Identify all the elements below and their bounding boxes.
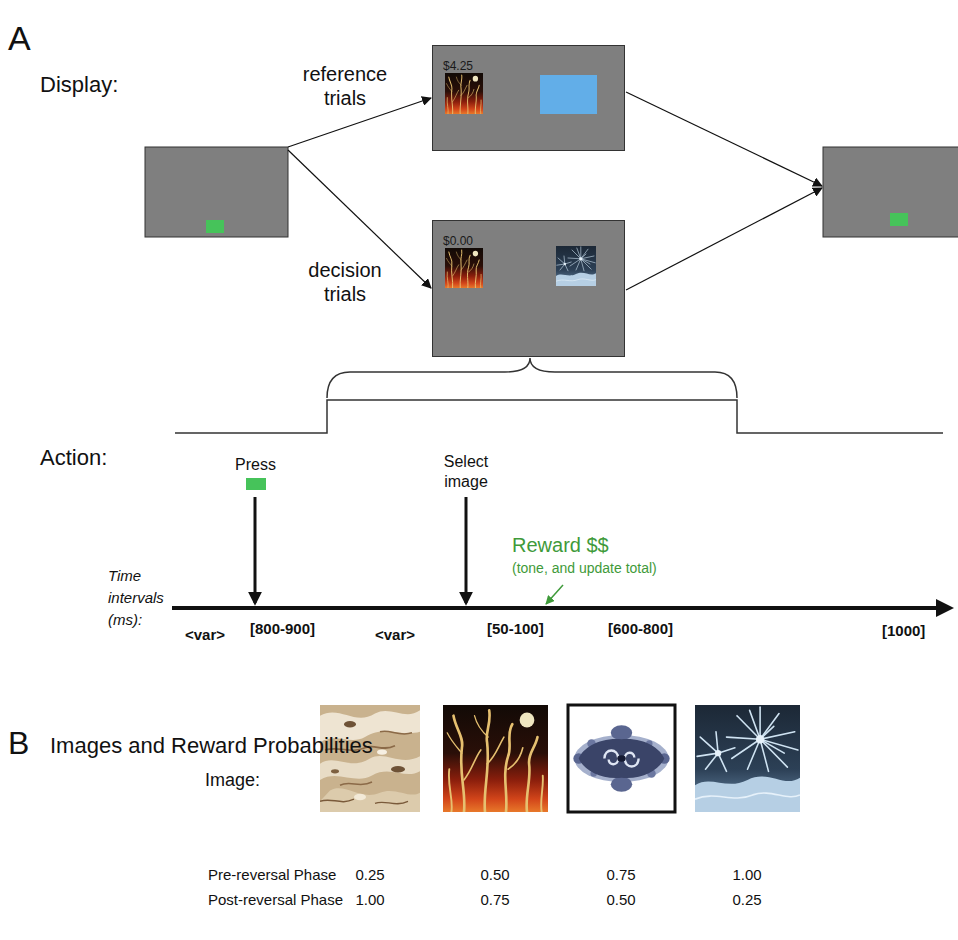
phase-label: Pre-reversal Phase <box>208 866 336 884</box>
blue-square <box>540 75 597 114</box>
interval-label: [50-100] <box>487 620 544 638</box>
row-label: Action: <box>40 445 107 471</box>
money-total: $4.25 <box>443 59 473 73</box>
probability-value: 1.00 <box>717 866 777 884</box>
axis-label: Time intervals (ms): <box>108 565 178 631</box>
reward-arrow <box>546 585 563 604</box>
select-arrow <box>465 497 468 603</box>
branch-label: reference trials <box>290 62 400 110</box>
display-screen: $4.25 <box>432 45 625 151</box>
probability-value: 0.25 <box>717 891 777 909</box>
end-screen <box>823 147 958 237</box>
probability-value: 0.25 <box>340 866 400 884</box>
time-axis-head <box>936 599 954 617</box>
brace <box>327 358 737 398</box>
interval-label: <var> <box>375 626 415 644</box>
reward-label: Reward $$ <box>512 533 609 557</box>
probability-value: 0.50 <box>465 866 525 884</box>
press-arrow <box>254 497 257 603</box>
probability-value: 0.50 <box>591 891 651 909</box>
phase-label: Post-reversal Phase <box>208 891 343 909</box>
display-screen: $0.00 <box>432 220 625 357</box>
interval-label: <var> <box>185 626 225 644</box>
interval-label: [800-900] <box>250 620 315 638</box>
money-total: $0.00 <box>443 234 473 248</box>
panel-letter: B <box>8 724 29 762</box>
crystal-image <box>556 246 596 286</box>
stimulus-images <box>320 705 800 812</box>
interval-label: [1000] <box>882 622 925 640</box>
branches-image <box>443 705 548 812</box>
branch-label: decision trials <box>290 258 400 306</box>
crystal-image <box>695 705 800 812</box>
marble-image <box>320 705 420 812</box>
branches-image <box>445 248 483 288</box>
panel-letter: A <box>8 18 31 59</box>
fractal-border <box>568 705 675 812</box>
probability-value: 0.75 <box>591 866 651 884</box>
row-label: Display: <box>40 72 118 98</box>
press-square <box>246 478 266 490</box>
fractal-image <box>568 705 675 812</box>
time-axis <box>172 606 940 610</box>
reward-note: (tone, and update total) <box>512 560 657 577</box>
action-label: Select image <box>426 452 506 492</box>
panel-title: Images and Reward Probabilities <box>50 733 373 759</box>
branches-image <box>445 73 483 114</box>
interval-label: [600-800] <box>608 620 673 638</box>
probability-value: 0.75 <box>465 891 525 909</box>
row-label: Image: <box>205 770 260 792</box>
start-screen <box>145 147 288 237</box>
probability-value: 1.00 <box>340 891 400 909</box>
action-label: Press <box>235 455 276 474</box>
action-trace <box>175 400 943 433</box>
